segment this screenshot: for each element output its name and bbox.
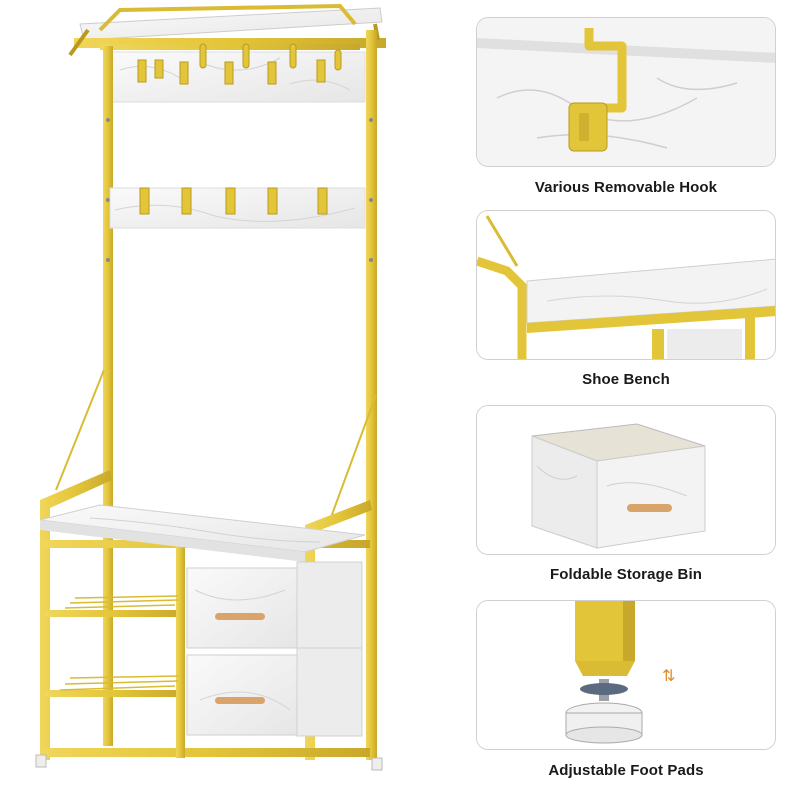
feature-card-hook <box>476 17 776 167</box>
foot-pad-closeup-icon: ⇅ <box>477 601 775 749</box>
feature-caption-storage-bin: Foldable Storage Bin <box>549 566 702 583</box>
top-shelf <box>68 3 386 57</box>
shoe-racks <box>59 595 179 691</box>
feature-caption-foot-pad: Adjustable Foot Pads <box>548 762 704 779</box>
drawers <box>186 561 363 737</box>
hall-tree-illustration <box>35 3 386 771</box>
feature-card-storage-bin <box>476 405 776 555</box>
middle-hooks <box>139 187 328 215</box>
frame-posts <box>103 30 377 760</box>
bench-closeup-icon <box>477 211 775 359</box>
feature-card-bench <box>476 210 776 360</box>
product-image-hall-tree <box>35 3 386 771</box>
upper-hooks <box>137 43 342 85</box>
feature-caption-hook: Various Removable Hook <box>534 179 718 196</box>
hook-closeup-icon <box>477 18 775 166</box>
svg-text:⇅: ⇅ <box>662 666 675 685</box>
feature-card-foot-pad: ⇅ <box>476 600 776 750</box>
upper-hook-panel <box>109 51 366 103</box>
storage-bin-closeup-icon <box>477 406 775 554</box>
bench-seat <box>39 504 366 562</box>
diagonal-braces <box>55 369 377 521</box>
feature-caption-bench: Shoe Bench <box>582 371 670 388</box>
